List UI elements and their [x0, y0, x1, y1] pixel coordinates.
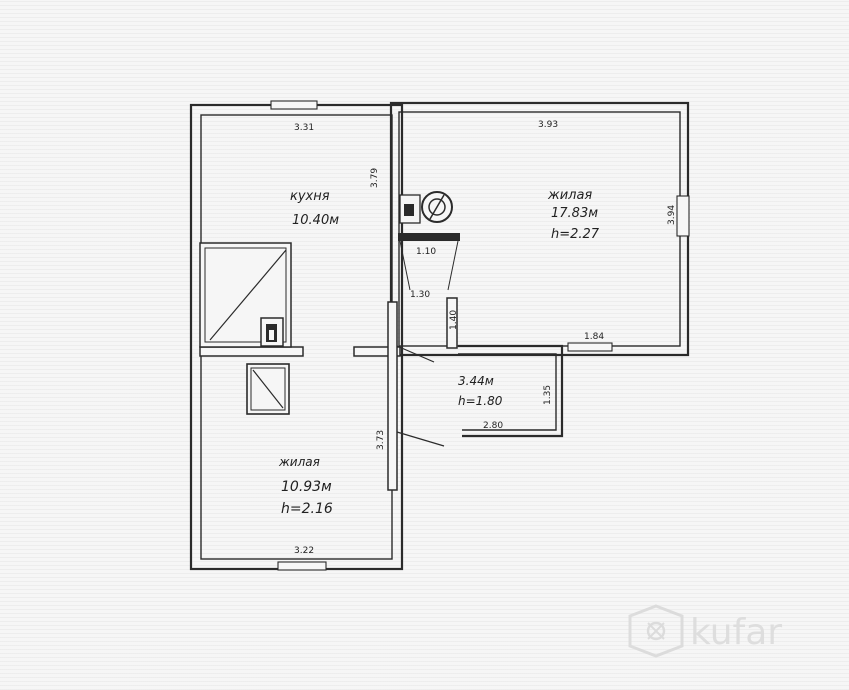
hall-area: 3.44м — [458, 374, 494, 388]
kitchen-stove — [199, 242, 292, 348]
dim-top-kitchen: 3.31 — [294, 123, 314, 133]
gas-stove-icon — [421, 191, 453, 223]
dim-top-room1: 3.93 — [538, 120, 558, 130]
dim-hall-right: 1.35 — [543, 385, 553, 405]
dim-room1-bottom: 1.84 — [584, 332, 604, 342]
room-label-kitchen: кухня 10.40м — [290, 189, 339, 228]
hall-height: h=1.80 — [458, 394, 503, 408]
hall-walls — [458, 344, 564, 438]
room2-name: жилая — [278, 455, 320, 469]
room-label-room2: жилая 10.93м h=2.16 — [278, 455, 333, 517]
corridor-partition — [398, 233, 460, 349]
room1-name: жилая — [547, 188, 592, 203]
room1-area: 17.83м — [551, 206, 598, 221]
room2-area: 10.93м — [281, 479, 332, 495]
dim-corridor: 1.30 — [410, 290, 430, 300]
dim-hall-bottom: 2.80 — [483, 421, 503, 431]
dim-room2-right: 3.73 — [376, 430, 386, 450]
dimension-labels: 3.31 3.93 3.79 3.94 1.10 1.30 1.40 1.84 … — [294, 120, 677, 556]
windows — [270, 100, 690, 571]
room2-height: h=2.16 — [281, 501, 333, 517]
kitchen-room2-partition — [199, 346, 401, 357]
dim-room1-left-lower: 1.40 — [449, 310, 459, 330]
dim-room1-right: 3.94 — [667, 205, 677, 225]
dim-kitchen-right: 3.79 — [370, 168, 380, 188]
dim-bottom: 3.22 — [294, 546, 314, 556]
room2-heater — [246, 363, 290, 415]
kitchen-name: кухня — [290, 189, 330, 204]
room1-height: h=2.27 — [551, 227, 600, 242]
kufar-logo-icon — [628, 604, 684, 658]
watermark-brand: kufar — [690, 612, 782, 653]
watermark: kufar — [628, 604, 782, 658]
room-label-room1: жилая 17.83м h=2.27 — [547, 188, 600, 242]
dim-partition: 1.10 — [416, 247, 436, 257]
corridor-wall — [387, 301, 445, 491]
sink-icon — [399, 194, 421, 224]
room-label-hall: 3.44м h=1.80 — [458, 374, 503, 408]
kitchen-area: 10.40м — [292, 213, 339, 228]
